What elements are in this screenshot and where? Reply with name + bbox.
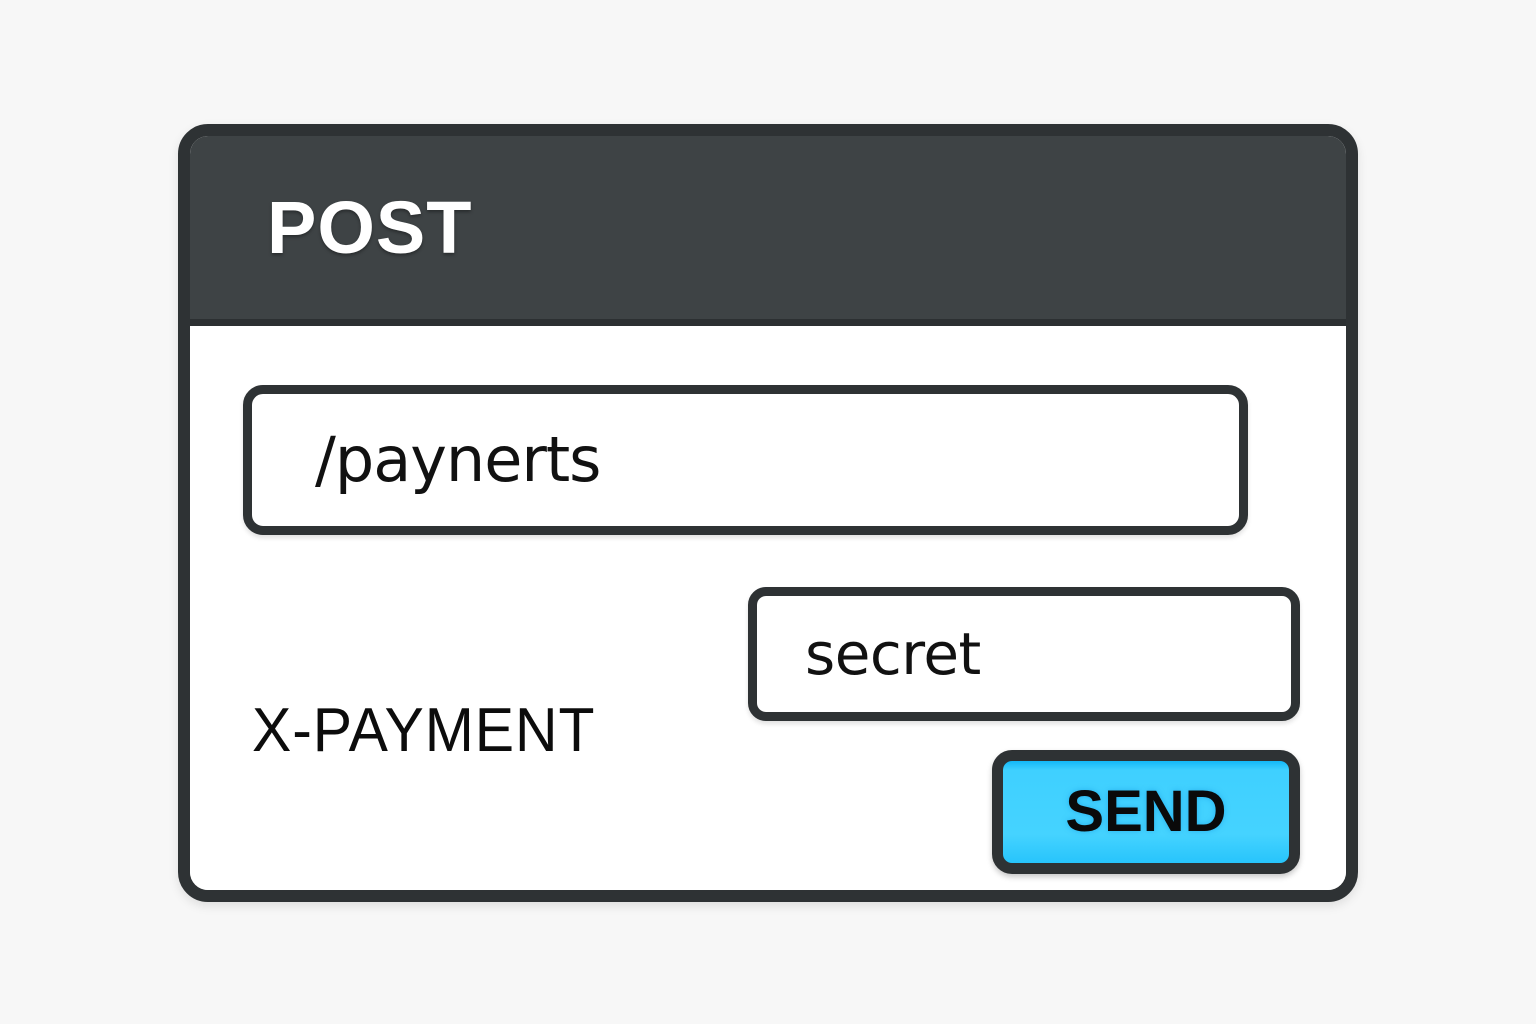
request-builder-card: POST /paynerts X-PAYMENT secret SEND [178,124,1358,902]
card-header: POST [190,136,1346,326]
url-input-value: /paynerts [315,423,601,496]
request-header-value-text: secret [805,620,981,688]
send-button-label: SEND [1065,779,1227,844]
url-input[interactable]: /paynerts [243,385,1248,535]
request-header-value-input[interactable]: secret [748,587,1300,721]
request-header-name-label: X-PAYMENT [252,696,596,765]
send-button[interactable]: SEND [992,750,1300,874]
card-body: /paynerts X-PAYMENT secret SEND [190,326,1346,890]
http-method-label: POST [267,185,473,269]
